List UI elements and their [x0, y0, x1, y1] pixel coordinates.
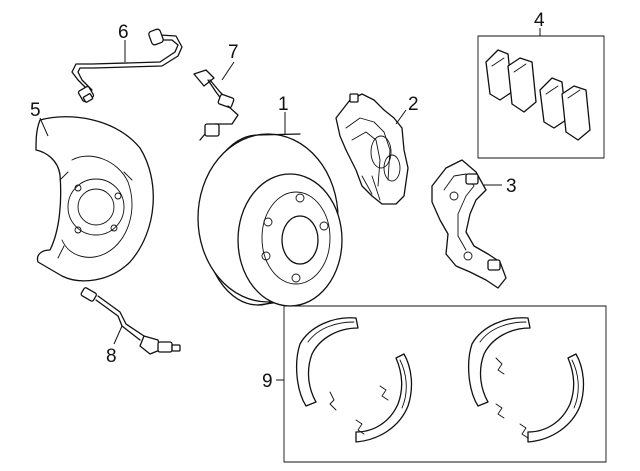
parking-brake-shoes-left-part[interactable] — [296, 317, 413, 443]
callout-6: 6 — [118, 22, 129, 43]
callout-1: 1 — [278, 94, 289, 115]
brake-hose-part[interactable] — [71, 28, 183, 103]
caliper-bracket-part[interactable] — [431, 159, 507, 289]
shoes-box — [283, 305, 607, 463]
parking-brake-shoes-right-part[interactable] — [468, 317, 585, 443]
brake-caliper-part[interactable] — [335, 93, 409, 205]
pads-box — [477, 35, 605, 159]
brake-sensor-upper-part[interactable] — [193, 69, 239, 141]
brake-rotor-part[interactable] — [197, 133, 343, 307]
callout-2: 2 — [408, 94, 419, 115]
brake-pads-part[interactable] — [485, 49, 591, 141]
dust-shield-part[interactable] — [35, 116, 154, 282]
brake-sensor-lower-part[interactable] — [80, 287, 181, 355]
callout-7: 7 — [228, 42, 239, 63]
callout-9: 9 — [262, 371, 273, 392]
callout-3: 3 — [506, 176, 517, 197]
callout-4: 4 — [534, 10, 545, 31]
callout-5: 5 — [30, 100, 41, 121]
callout-8: 8 — [106, 346, 117, 367]
